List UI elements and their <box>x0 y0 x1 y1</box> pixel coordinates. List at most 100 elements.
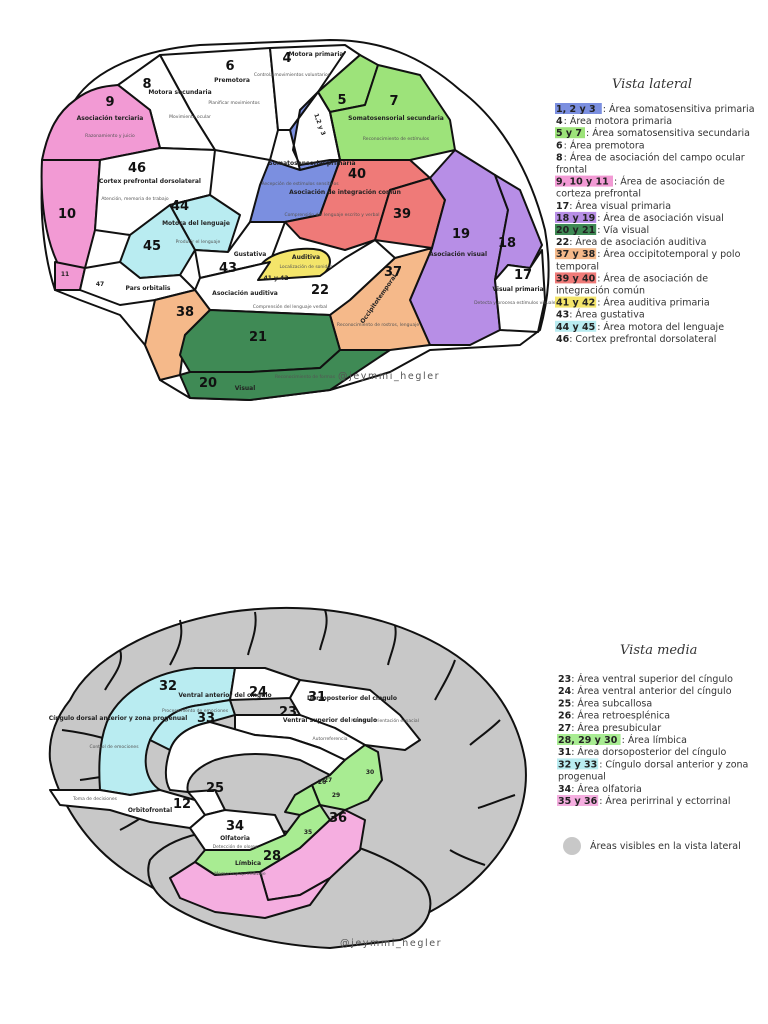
legend-color-swatch <box>555 272 597 284</box>
legend-color-swatch <box>555 248 597 260</box>
region-20-visual[interactable] <box>179 349 391 401</box>
label-35-num: 35 <box>304 829 312 836</box>
label-32-text: Cíngulo dorsal anterior y zona progenual <box>49 715 188 722</box>
label-8-num: 8 <box>142 77 151 92</box>
legend-row: progenual <box>558 772 606 783</box>
label-20-num: 20 <box>199 376 217 391</box>
region-47-pars-orbitalis[interactable] <box>79 261 196 306</box>
label-46-text: Cortex prefrontal dorsolateral <box>99 178 201 185</box>
legend-tag: 4 <box>556 116 563 127</box>
label-7-sub: Reconocimiento de estímulos <box>363 135 430 142</box>
legend-text: : Área ventral superior del cíngulo <box>571 673 733 685</box>
region-31-dorsoposterior[interactable] <box>289 679 421 751</box>
label-18-num: 18 <box>498 236 516 251</box>
legend-text: temporal <box>556 261 599 272</box>
legend-row: 28, 29 y 30: Área límbica <box>557 734 687 746</box>
legend-tag: 46 <box>556 334 570 345</box>
label-12-text: Orbitofrontal <box>128 807 172 814</box>
legend-tag: 32 y 33 <box>558 759 597 770</box>
legend-text: : Área límbica <box>622 734 687 746</box>
legend-color-swatch <box>555 320 597 332</box>
legend-row: 20 y 21: Vía visual <box>555 224 649 236</box>
label-43-text: Gustativa <box>234 251 267 258</box>
legend-color-swatch <box>557 758 599 770</box>
legend-color-swatch <box>555 296 597 308</box>
legend-color-swatch <box>555 103 602 114</box>
legend-row: 25: Área subcallosa <box>558 697 652 709</box>
legend-text: : Área de asociación auditiva <box>569 236 706 248</box>
legend-tag: 25 <box>558 698 571 709</box>
legend-row: 27: Área presubicular <box>558 722 661 734</box>
label-22-num: 22 <box>311 283 329 298</box>
label-47-text: Pars orbitalis <box>126 285 171 292</box>
medial-view: 32 Cíngulo dorsal anterior y zona progen… <box>49 606 748 949</box>
legend-row: 32 y 33: Cíngulo dorsal anterior y zona <box>557 758 748 770</box>
legend-text: : Área retroesplénica <box>571 710 670 722</box>
legend-row: 24: Área ventral anterior del cíngulo <box>558 685 732 697</box>
legend-row: 44 y 45: Área motora del lenguaje <box>555 320 724 333</box>
legend-text: corteza prefrontal <box>556 189 641 200</box>
legend-text: : Cortex prefrontal dorsolateral <box>569 334 716 345</box>
region-1-2-3[interactable] <box>289 51 346 171</box>
legend-tag: 23 <box>558 674 571 685</box>
region-10[interactable] <box>40 159 101 269</box>
legend-row: 5 y 7: Área somatosensitiva secundaria <box>555 127 750 139</box>
label-28-sub: Memoria y aprendizaje <box>214 871 266 877</box>
legend-row: 4: Área motora primaria <box>556 115 672 127</box>
label-27-num: 27 <box>324 777 332 784</box>
label-34-num: 34 <box>226 819 244 834</box>
lateral-visible-swatch <box>563 837 581 855</box>
legend-row: 23: Área ventral superior del cíngulo <box>558 673 733 685</box>
legend-tag: 5 y 7 <box>556 128 582 139</box>
label-12-num: 12 <box>173 797 191 812</box>
label-31-sub: Memoria, orientación espacial <box>351 717 419 724</box>
label-41-42-sub: Localización de sonidos <box>279 263 333 270</box>
region-19-asociacion-visual[interactable] <box>409 149 509 346</box>
label-9-sub: Razonamiento y juicio <box>85 133 135 139</box>
legend-text: : Área de asociación de <box>597 272 708 284</box>
label-9-text: Asociación terciaria <box>77 115 144 122</box>
legend-color-swatch <box>557 795 599 806</box>
label-37-num: 37 <box>384 265 402 280</box>
legend-text: integración común <box>556 286 645 297</box>
legend-tag: 26 <box>558 711 572 722</box>
region-26-29-30-cluster[interactable] <box>311 744 383 811</box>
legend-tag: 34 <box>558 784 572 795</box>
legend-tag: 22 <box>556 237 569 248</box>
label-9-num: 9 <box>105 95 114 110</box>
label-32-num: 32 <box>159 679 177 694</box>
legend-tag: 41 y 42 <box>556 298 595 309</box>
legend-tag: 37 y 38 <box>556 249 596 260</box>
label-11-num: 11 <box>61 271 69 278</box>
legend-tag: 27 <box>558 723 571 734</box>
legend-row: 31: Área dorsoposterior del cíngulo <box>558 746 727 758</box>
label-43-num: 43 <box>219 261 237 276</box>
label-10-num: 10 <box>58 207 76 222</box>
region-40-integracion-comun[interactable] <box>284 159 431 251</box>
legend-row: 43: Área gustativa <box>556 309 645 321</box>
lateral-visible-note: Áreas visibles en la vista lateral <box>590 840 741 852</box>
legend-text: : Área somatosensitiva primaria <box>603 103 755 115</box>
legend-row: 37 y 38: Área occipitotemporal y polo <box>555 248 741 260</box>
region-17-visual-primaria[interactable] <box>494 249 546 333</box>
legend-color-swatch <box>555 175 613 187</box>
label-20-sub: Reconocimiento de formas <box>275 374 336 380</box>
region-35[interactable] <box>169 861 331 919</box>
label-somato-primaria-text: Somatosensorial primaria <box>268 160 355 167</box>
legend-text: : Área motora primaria <box>564 115 672 127</box>
label-45-num: 45 <box>143 239 161 254</box>
label-17-sub: Detecta y procesa estímulos visuales <box>474 299 558 306</box>
legend-text: : Área olfatoria <box>571 783 642 795</box>
label-41-42-text: Auditiva <box>292 254 320 261</box>
legend-text: : Área perirrinal y ectorrinal <box>599 795 730 807</box>
legend-row: 34: Área olfatoria <box>558 783 642 795</box>
legend-text: progenual <box>558 772 606 783</box>
legend-color-swatch <box>555 211 597 223</box>
legend-tag: 17 <box>556 201 569 212</box>
label-19-text: Asociación visual <box>429 251 487 258</box>
label-17-num: 17 <box>514 268 532 283</box>
label-5-num: 5 <box>337 93 346 108</box>
region-27-presubicular[interactable] <box>284 784 321 816</box>
label-24-sub: Procesamiento de emociones <box>162 708 229 714</box>
label-44-sub: Producir el lenguaje <box>176 239 221 245</box>
